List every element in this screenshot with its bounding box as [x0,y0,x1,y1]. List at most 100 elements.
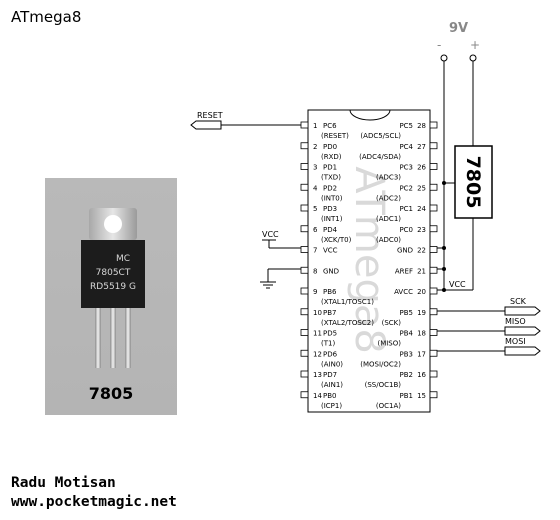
pin-alt-function: (XTAL2/TOSC2) [321,319,374,327]
ic-pin-right: 27 PC4 (ADC4/SDA) [359,142,438,161]
ic-notch [349,109,391,121]
miso-label: MISO [505,317,526,326]
marking-line2: 7805CT [96,268,131,278]
pin-number: 3 [313,164,317,172]
pin-name: PD3 [323,205,337,213]
supply-plus-terminal [469,54,477,62]
pin-alt-function: (XTAL1/TOSC1) [321,298,374,306]
pin-name: PC1 [399,205,413,213]
ic-pin-left: 3 PD1 (TXD) [300,163,341,182]
pin-number: 6 [313,226,318,234]
pin-alt-function: (SS/OC1B) [365,381,402,389]
pin-lead [300,246,309,253]
reset-label: RESET [197,111,223,120]
pin-alt-function: (ICP1) [321,402,342,410]
pin-number: 2 [313,143,317,151]
pin-number: 11 [313,330,322,338]
pin-alt-function: (ADC4/SDA) [359,153,401,161]
vcc-left-label: VCC [262,230,279,239]
pin-alt-function: (T1) [321,340,335,348]
ic-pin-right: 22 GND [397,246,438,255]
pin-number: 20 [417,288,426,296]
supply-voltage-label: 9V [449,21,468,36]
pin-name: PC0 [399,226,413,234]
pin-lead [429,163,438,170]
pin-name: PB1 [400,392,413,400]
pin-alt-function: (ADC3) [376,174,401,182]
pin-name: PD5 [323,330,337,338]
pin-number: 27 [417,143,426,151]
marking-line1: MC [116,254,130,264]
pin-alt-function: (ADC0) [376,236,401,244]
pin-alt-function: (RESET) [321,132,349,140]
pin-name: PC4 [399,143,413,151]
lead-1 [95,306,101,368]
pin-number: 22 [417,247,426,255]
pin-lead [300,370,309,378]
pin-lead [429,183,438,191]
miso-connector [504,326,541,336]
mosi-connector [504,346,541,356]
junction-pin22 [442,246,446,250]
pin-lead [429,204,438,212]
pin-alt-function: (ADC2) [376,194,401,202]
pin-lead [429,370,438,378]
pin-alt-function: (MOSI/OC2) [360,360,401,368]
pin-name: PB6 [323,288,337,296]
pin-name: PC6 [323,122,337,130]
pin-lead [300,287,309,295]
supply-minus-label: - [437,38,441,52]
pin-number: 18 [417,330,426,338]
pin-number: 12 [313,350,322,358]
pin-lead [300,183,309,191]
pin-name: PD7 [323,371,337,379]
pin-lead [300,225,309,233]
junction-aref [442,267,446,271]
pin-number: 15 [417,392,426,400]
pin-alt-function: (TXD) [321,174,341,182]
junction-avcc [442,288,446,292]
regulator-photo: MC 7805CT RD5519 G 7805 [45,178,177,415]
pin-name: PD1 [323,164,337,172]
pin-lead [300,391,309,399]
pin-number: 14 [313,392,322,400]
pin-name: PD2 [323,184,337,192]
pin-lead [429,287,438,295]
mounting-hole [104,215,122,233]
pin-name: PB0 [323,392,336,400]
pin-number: 26 [417,164,426,172]
reset-connector [190,120,222,130]
pin-lead [429,391,438,399]
pin-name: GND [323,267,339,275]
pin-number: 16 [417,371,426,379]
pin-name: VCC [323,247,338,255]
lead-2 [110,306,116,368]
ic-pin-left: 7 VCC [300,246,338,255]
lead-3 [125,306,131,368]
pin-name: PC3 [399,164,413,172]
pin-number: 7 [313,247,317,255]
pin-name: PD4 [323,226,338,234]
pin-number: 9 [313,288,317,296]
sck-connector [504,306,541,316]
pin-number: 4 [313,184,318,192]
package-body [81,240,145,308]
pin-lead [300,308,309,316]
pin-name: GND [397,247,413,255]
pin-alt-function: (OC1A) [376,402,401,410]
website-url: www.pocketmagic.net [11,494,177,510]
ic-pin-left: 9 PB6 (XTAL1/TOSC1) [300,287,374,306]
pin-number: 25 [417,184,426,192]
